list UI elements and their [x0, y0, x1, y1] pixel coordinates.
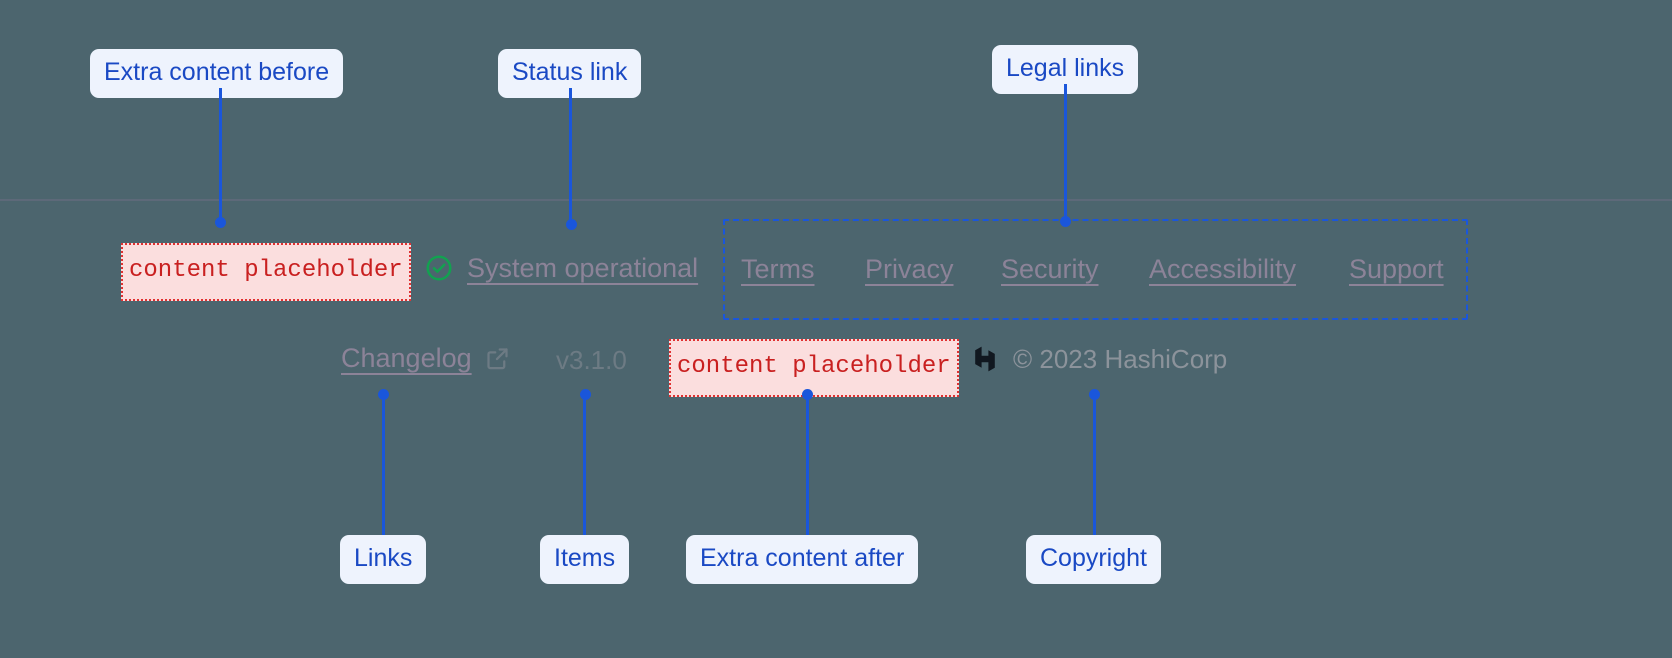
changelog-label: Changelog: [341, 343, 472, 373]
copyright: © 2023 HashiCorp: [971, 344, 1227, 374]
leader-dot-copyright: [1089, 389, 1100, 400]
leader-dot-links: [378, 389, 389, 400]
legal-link-security[interactable]: Security: [1001, 254, 1099, 284]
callout-extra-content-before: Extra content before: [90, 49, 344, 98]
leader-line-status-link: [569, 88, 572, 225]
status-link-label: System operational: [467, 252, 699, 283]
copyright-text: © 2023 HashiCorp: [1013, 344, 1228, 374]
leader-line-copyright: [1093, 395, 1096, 535]
leader-line-links: [382, 395, 385, 535]
legal-link-support[interactable]: Support: [1349, 254, 1444, 284]
legal-link-privacy[interactable]: Privacy: [865, 254, 954, 284]
callout-links: Links: [340, 535, 427, 584]
content-placeholder-after: content placeholder: [669, 339, 959, 397]
leader-line-extra-content-after: [806, 395, 809, 535]
content-placeholder-before: content placeholder: [121, 243, 411, 301]
leader-line-legal-links: [1064, 84, 1067, 220]
legal-link-accessibility[interactable]: Accessibility: [1149, 254, 1297, 284]
leader-dot-legal-links: [1060, 216, 1071, 227]
callout-copyright: Copyright: [1026, 535, 1161, 584]
leader-dot-extra-content-after: [802, 389, 813, 400]
changelog-link[interactable]: Changelog: [341, 345, 511, 372]
leader-dot-extra-content-before: [215, 217, 226, 228]
status-link[interactable]: System operational: [424, 253, 698, 283]
legal-links-highlight-box: [723, 219, 1468, 320]
legal-link-terms[interactable]: Terms: [741, 254, 815, 284]
check-circle-icon: [424, 253, 454, 283]
callout-items: Items: [540, 535, 630, 584]
leader-line-items: [583, 395, 586, 535]
hashicorp-logo-icon: [971, 344, 999, 374]
leader-line-extra-content-before: [219, 88, 222, 222]
leader-dot-status-link: [566, 219, 577, 230]
leader-dot-items: [580, 389, 591, 400]
callout-extra-content-after: Extra content after: [686, 535, 919, 584]
version-label: v3.1.0: [556, 345, 627, 375]
external-link-icon: [484, 345, 511, 372]
footer-top-divider: [0, 199, 1672, 201]
